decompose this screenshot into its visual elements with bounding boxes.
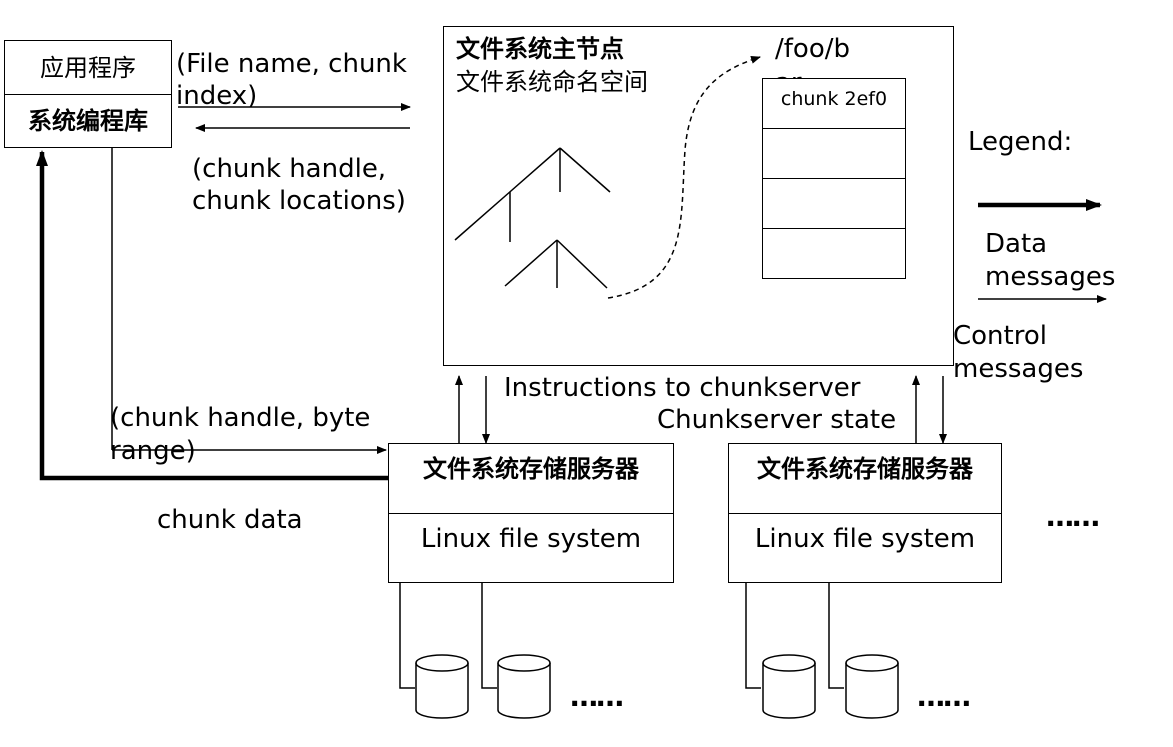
chunk-table-row	[762, 228, 906, 279]
chunk-table-row: chunk 2ef0	[762, 78, 906, 129]
client-app-label: 应用程序	[5, 41, 171, 95]
client-lib-label: 系统编程库	[28, 107, 148, 135]
chunk-data-label: chunk data	[157, 505, 303, 535]
disk-icon	[762, 654, 816, 719]
legend-control-label-line2: messages	[953, 354, 1084, 384]
chunk-data-arrow	[36, 150, 388, 481]
chunkserver-title: 文件系统存储服务器	[389, 444, 673, 514]
namespace-lookup-curve	[607, 55, 761, 299]
chunk-table: chunk 2ef0	[762, 78, 906, 279]
disk-icon	[415, 654, 469, 719]
legend-data-label-line2: messages	[985, 262, 1116, 292]
namespace-tree	[454, 147, 611, 289]
disk-connectors-2	[745, 583, 844, 689]
reply-label-line1: (chunk handle,	[192, 154, 387, 184]
chunkserver-fs-label: Linux file system	[754, 524, 976, 554]
more-disks-ellipsis: ……	[917, 680, 971, 713]
instructions-label: Instructions to chunkserver	[504, 373, 861, 403]
more-servers-ellipsis: ……	[1046, 500, 1100, 533]
master-title: 文件系统主节点	[456, 35, 624, 63]
master-namespace-label: 文件系统命名空间	[456, 68, 648, 96]
chunkserver-box: 文件系统存储服务器 Linux file system	[388, 443, 674, 583]
disk-icon	[497, 654, 551, 719]
request-label-line2: index)	[176, 81, 258, 111]
read-request-label-line2: range)	[110, 436, 196, 466]
master-path-overflow: ar	[775, 70, 802, 79]
legend-title: Legend:	[968, 127, 1073, 157]
chunkserver-title: 文件系统存储服务器	[729, 444, 1001, 514]
legend-control-label-line1: Control	[953, 321, 1047, 351]
chunkserver-box: 文件系统存储服务器 Linux file system	[728, 443, 1002, 583]
disk-icon	[845, 654, 899, 719]
disk-connectors-1	[399, 583, 497, 689]
chunkserver-state-label: Chunkserver state	[657, 405, 897, 435]
chunk-table-row	[762, 178, 906, 229]
reply-label-line2: chunk locations)	[192, 186, 406, 216]
chunk-handle-label: chunk 2ef0	[780, 88, 888, 110]
chunkserver-fs-label: Linux file system	[420, 524, 642, 554]
master-path-label: /foo/b	[775, 34, 850, 64]
chunk-table-row	[762, 128, 906, 179]
request-label-line1: (File name, chunk	[176, 49, 407, 79]
client-box: 应用程序 系统编程库	[4, 40, 172, 148]
more-disks-ellipsis: ……	[570, 680, 624, 713]
legend-data-label-line1: Data	[985, 229, 1048, 259]
master-box	[443, 26, 954, 366]
read-request-label-line1: (chunk handle, byte	[110, 403, 371, 433]
